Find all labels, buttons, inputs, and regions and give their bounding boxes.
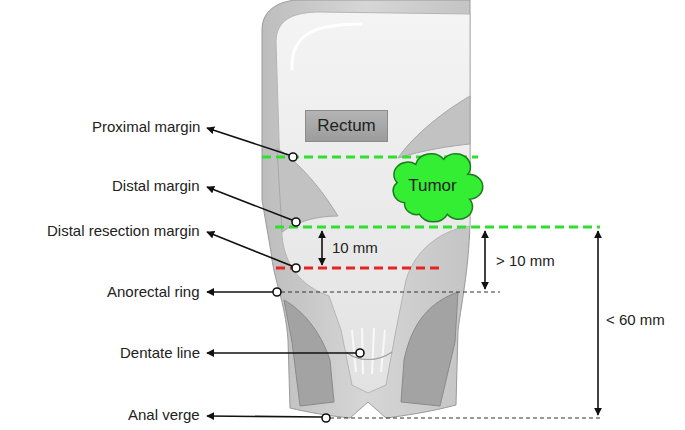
part-label: Anorectal ring xyxy=(107,283,200,300)
mucosa-fold xyxy=(398,96,470,158)
dimension-label: > 10 mm xyxy=(496,252,555,269)
leader-lines xyxy=(207,128,356,417)
organ-label-box: Rectum xyxy=(305,110,388,142)
leader-dots xyxy=(273,153,364,422)
sphincter-muscle xyxy=(401,292,458,406)
mucosa-fold xyxy=(277,148,338,232)
distal-margin-line xyxy=(275,226,600,229)
anal-columns xyxy=(346,328,392,374)
mucosa-fold xyxy=(292,24,362,70)
part-label: Dentate line xyxy=(120,344,200,361)
anorectal-ring-line xyxy=(281,292,500,293)
dimension-arrow xyxy=(484,231,486,289)
dimension-label: 10 mm xyxy=(332,239,378,256)
dimension-arrow xyxy=(321,231,323,265)
part-label: Distal margin xyxy=(112,177,200,194)
dimension-arrow xyxy=(597,231,599,415)
part-label: Distal resection margin xyxy=(47,222,200,239)
dimension-label: < 60 mm xyxy=(606,311,665,328)
tumor-shape: Tumor xyxy=(386,151,479,221)
anal-verge-line xyxy=(330,418,600,419)
node-text: Tumor xyxy=(408,176,457,196)
node-text: Rectum xyxy=(317,116,376,136)
part-label: Anal verge xyxy=(128,406,200,423)
part-label: Proximal margin xyxy=(92,118,200,135)
cloud-path xyxy=(393,154,483,222)
